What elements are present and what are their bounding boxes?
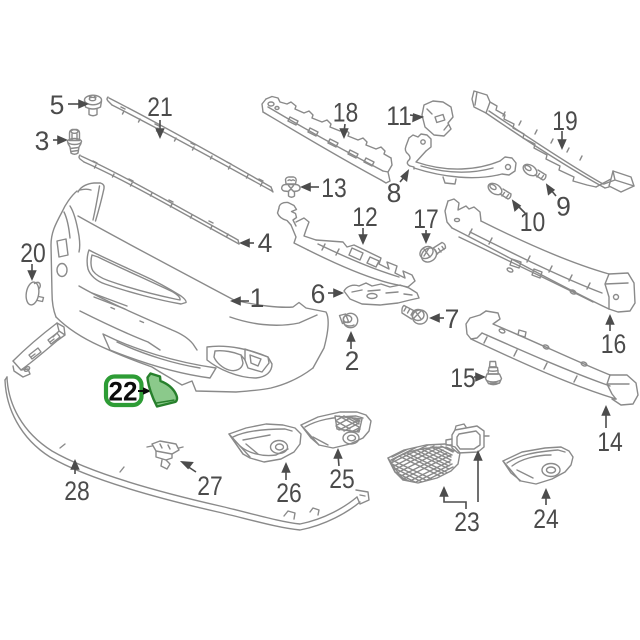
- svg-text:7: 7: [445, 304, 460, 334]
- svg-text:6: 6: [311, 279, 326, 309]
- svg-text:11: 11: [386, 101, 412, 131]
- svg-text:19: 19: [552, 106, 578, 136]
- svg-text:10: 10: [520, 207, 546, 237]
- svg-text:24: 24: [533, 504, 559, 534]
- svg-text:4: 4: [258, 228, 273, 258]
- svg-text:16: 16: [601, 329, 627, 359]
- svg-text:15: 15: [450, 363, 476, 393]
- svg-text:23: 23: [454, 507, 480, 537]
- svg-text:25: 25: [329, 464, 355, 494]
- svg-text:20: 20: [20, 238, 46, 268]
- svg-text:18: 18: [333, 98, 359, 128]
- svg-text:8: 8: [387, 178, 402, 208]
- svg-text:22: 22: [109, 377, 138, 407]
- svg-text:1: 1: [250, 283, 265, 313]
- svg-text:26: 26: [276, 478, 302, 508]
- svg-text:3: 3: [35, 126, 50, 156]
- svg-text:9: 9: [556, 192, 571, 222]
- svg-text:12: 12: [352, 202, 378, 232]
- svg-text:13: 13: [321, 173, 347, 203]
- svg-text:17: 17: [413, 204, 439, 234]
- svg-text:21: 21: [147, 92, 173, 122]
- svg-text:28: 28: [64, 476, 90, 506]
- svg-text:14: 14: [597, 427, 623, 457]
- svg-text:5: 5: [50, 90, 65, 120]
- svg-text:2: 2: [345, 346, 360, 376]
- svg-text:27: 27: [197, 471, 223, 501]
